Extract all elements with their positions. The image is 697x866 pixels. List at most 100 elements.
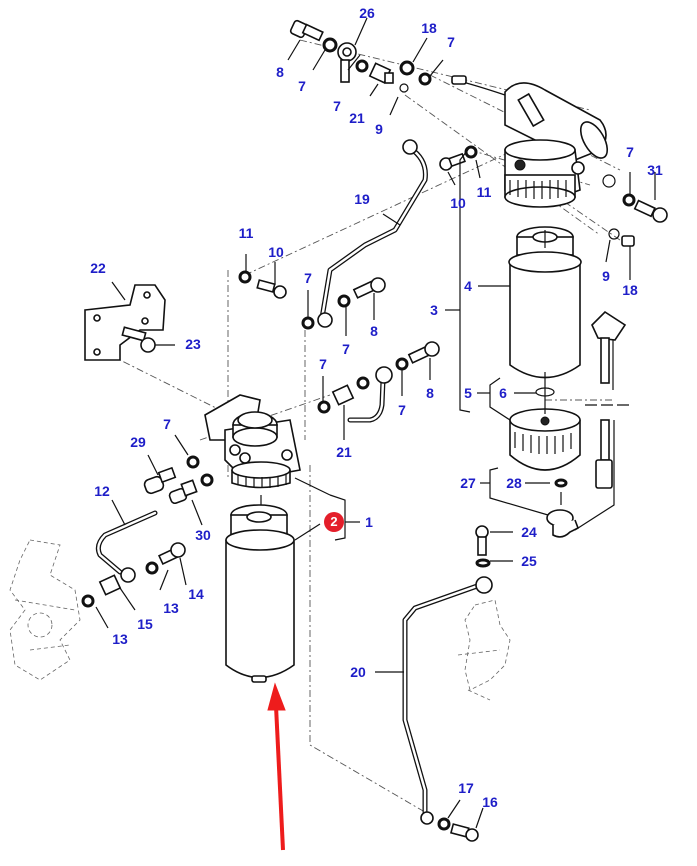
part-label-18[interactable]: 18 xyxy=(421,20,437,36)
leader-lines xyxy=(95,17,656,829)
bolt-31 xyxy=(633,199,668,223)
bolt-16 xyxy=(449,823,479,842)
part-label-15[interactable]: 15 xyxy=(137,616,153,632)
washer-11 xyxy=(464,145,478,159)
adaptor-21-mid xyxy=(331,384,355,406)
part-label-9[interactable]: 9 xyxy=(602,268,610,284)
oring-9 xyxy=(399,83,409,93)
part-label-17[interactable]: 17 xyxy=(458,780,474,796)
sensor-29 xyxy=(143,466,177,495)
part-label-7[interactable]: 7 xyxy=(304,270,312,286)
bowl-5 xyxy=(509,372,581,471)
water-sensor-27 xyxy=(546,492,580,538)
sensor-harness xyxy=(574,310,630,531)
highlight-badge-2[interactable]: 2 xyxy=(324,512,344,532)
part-label-14[interactable]: 14 xyxy=(188,586,204,602)
part-label-11[interactable]: 11 xyxy=(476,184,492,200)
washer-7 xyxy=(395,357,409,371)
engine-ghost-left xyxy=(9,539,81,681)
washer-13 xyxy=(81,594,95,608)
part-label-23[interactable]: 23 xyxy=(185,336,201,352)
part-label-7[interactable]: 7 xyxy=(342,341,350,357)
washer-25 xyxy=(475,558,491,568)
part-label-13[interactable]: 13 xyxy=(163,600,179,616)
engine-ghost-right xyxy=(457,599,511,701)
oring-9 xyxy=(608,228,620,240)
part-label-7[interactable]: 7 xyxy=(447,34,455,50)
part-label-7[interactable]: 7 xyxy=(398,402,406,418)
part-label-7[interactable]: 7 xyxy=(298,78,306,94)
part-label-30[interactable]: 30 xyxy=(195,527,211,543)
part-label-5[interactable]: 5 xyxy=(464,385,472,401)
washer-7 xyxy=(317,400,331,414)
adaptor-21 xyxy=(368,62,394,84)
part-label-1[interactable]: 1 xyxy=(365,514,373,530)
bolt-10-mid xyxy=(256,279,287,299)
part-label-7[interactable]: 7 xyxy=(319,356,327,372)
part-label-8[interactable]: 8 xyxy=(370,323,378,339)
part-label-21[interactable]: 21 xyxy=(336,444,352,460)
part-label-19[interactable]: 19 xyxy=(354,191,370,207)
part-label-20[interactable]: 20 xyxy=(350,664,366,680)
part-label-31[interactable]: 31 xyxy=(647,162,663,178)
pipe-20 xyxy=(402,582,483,815)
filter-element-2 xyxy=(225,495,295,683)
electric-pump-assembly xyxy=(451,75,609,208)
part-label-7[interactable]: 7 xyxy=(333,98,341,114)
part-label-11[interactable]: 11 xyxy=(238,225,254,241)
bolt-8-top xyxy=(289,19,324,42)
union-15 xyxy=(98,574,122,596)
part-label-24[interactable]: 24 xyxy=(521,524,537,540)
bolt-23 xyxy=(121,326,156,353)
part-label-3[interactable]: 3 xyxy=(430,302,438,318)
highlight-arrow xyxy=(267,682,286,851)
part-label-7[interactable]: 7 xyxy=(163,416,171,432)
washer-7 xyxy=(301,316,315,330)
washer-7 xyxy=(200,473,214,487)
pipe-19 xyxy=(319,145,428,321)
part-label-7[interactable]: 7 xyxy=(626,144,634,160)
bolt-8-lower xyxy=(407,341,440,364)
part-label-8[interactable]: 8 xyxy=(426,385,434,401)
bolt-8-mid xyxy=(352,277,386,299)
filter-head-1 xyxy=(204,394,301,489)
washer-13 xyxy=(145,561,159,575)
bracket-22 xyxy=(84,284,166,361)
filter-element-4 xyxy=(508,226,582,379)
part-label-10[interactable]: 10 xyxy=(450,195,466,211)
washer-7 xyxy=(337,294,351,308)
part-label-4[interactable]: 4 xyxy=(464,278,472,294)
washer-11 xyxy=(238,270,252,284)
plug-18 xyxy=(621,235,635,247)
part-label-8[interactable]: 8 xyxy=(276,64,284,80)
part-label-13[interactable]: 13 xyxy=(112,631,128,647)
part-label-21[interactable]: 21 xyxy=(349,110,365,126)
part-label-28[interactable]: 28 xyxy=(506,475,522,491)
part-label-29[interactable]: 29 xyxy=(130,434,146,450)
part-label-12[interactable]: 12 xyxy=(94,483,110,499)
banjo-26 xyxy=(337,42,357,83)
washer-7 xyxy=(418,72,432,86)
washer-7 xyxy=(356,376,370,390)
part-label-26[interactable]: 26 xyxy=(359,5,375,21)
washer-7 xyxy=(322,37,338,53)
part-label-10[interactable]: 10 xyxy=(268,244,284,260)
bolt-10-upper xyxy=(439,152,466,171)
bolt-24 xyxy=(475,525,489,556)
part-label-18[interactable]: 18 xyxy=(622,282,638,298)
connector-30 xyxy=(168,479,198,505)
seal-28 xyxy=(554,478,568,488)
washer-7 xyxy=(622,193,636,207)
plug-18 xyxy=(399,60,415,76)
part-label-22[interactable]: 22 xyxy=(90,260,106,276)
part-label-6[interactable]: 6 xyxy=(499,385,507,401)
clamp-ghost xyxy=(602,174,616,188)
part-label-27[interactable]: 27 xyxy=(460,475,476,491)
washer-7 xyxy=(186,455,200,469)
washer-17 xyxy=(437,817,451,831)
pipe-12 xyxy=(95,510,158,575)
part-label-25[interactable]: 25 xyxy=(521,553,537,569)
part-label-9[interactable]: 9 xyxy=(375,121,383,137)
part-label-16[interactable]: 16 xyxy=(482,794,498,810)
